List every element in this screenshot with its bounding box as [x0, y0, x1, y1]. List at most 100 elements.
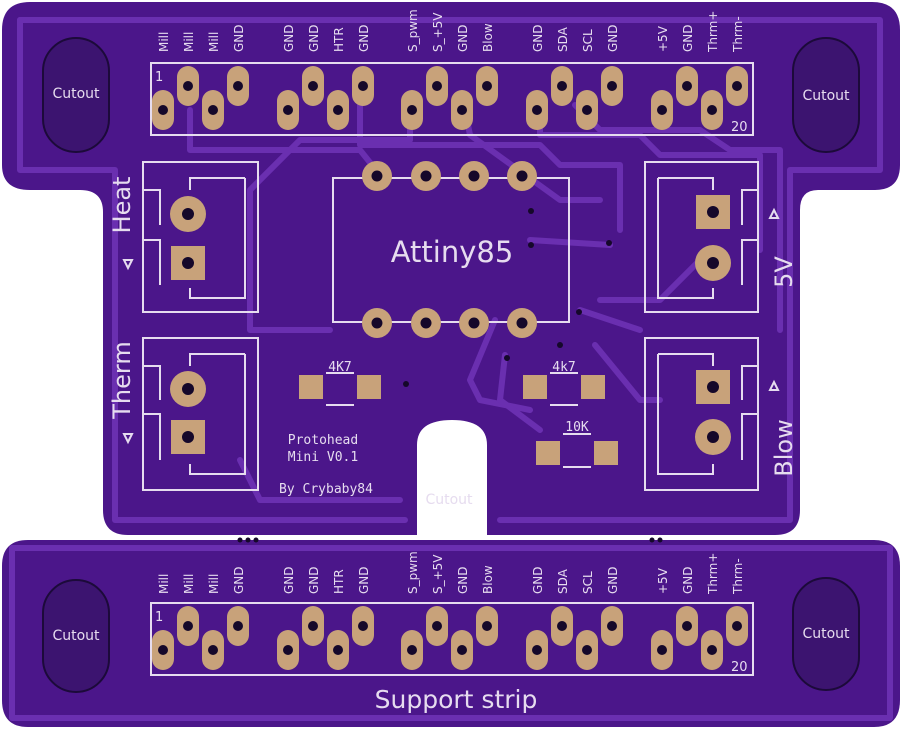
- cutout-center: Cutout: [425, 492, 473, 508]
- svg-text:10K: 10K: [565, 420, 589, 435]
- cutout-bottom-left: Cutout: [42, 579, 110, 693]
- pin-label: Mill: [207, 32, 221, 52]
- svg-text:Cutout: Cutout: [802, 88, 850, 104]
- 5v-connector: 5V: [644, 161, 798, 313]
- pin-hole: [407, 105, 417, 115]
- pin-label: Mill: [182, 574, 196, 594]
- vias: [237, 208, 663, 543]
- top-header-outline: [150, 62, 754, 136]
- pin-label: GND: [681, 24, 695, 52]
- pin-hole: [557, 81, 567, 91]
- svg-text:Cutout: Cutout: [802, 626, 850, 642]
- therm-connector: Therm: [108, 337, 259, 491]
- pin-label: Mill: [157, 32, 171, 52]
- pin-label: GND: [307, 566, 321, 594]
- pin-label: HTR: [332, 27, 346, 52]
- pin-label: GND: [232, 566, 246, 594]
- svg-text:4k7: 4k7: [552, 360, 575, 375]
- svg-text:4K7: 4K7: [328, 360, 351, 375]
- pin-label: GND: [232, 24, 246, 52]
- pin-label: S_+5V: [431, 554, 445, 594]
- pin-label: GND: [456, 24, 470, 52]
- pin-hole: [183, 621, 193, 631]
- pin-hole: [420, 317, 432, 329]
- pin-hole: [308, 621, 318, 631]
- pin-hole: [407, 645, 417, 655]
- pin-label: +5V: [656, 25, 670, 52]
- pin-hole: [158, 645, 168, 655]
- pin-label: GND: [681, 566, 695, 594]
- svg-text:Protohead: Protohead: [288, 433, 358, 448]
- pin-hole: [532, 645, 542, 655]
- svg-text:Mini V0.1: Mini V0.1: [288, 450, 358, 465]
- pin-hole: [557, 621, 567, 631]
- pin-hole: [707, 645, 717, 655]
- pin-label: GND: [456, 566, 470, 594]
- pin-label: GND: [531, 24, 545, 52]
- pin-hole: [582, 645, 592, 655]
- chip-pins: [362, 161, 537, 338]
- top-header-pin-last: 20: [731, 120, 748, 135]
- pin-label: SDA: [556, 26, 570, 52]
- pin-hole: [358, 81, 368, 91]
- pin-label: Thrm-: [731, 558, 745, 595]
- heat-connector: Heat: [108, 161, 259, 313]
- bottom-header-pin-first: 1: [155, 610, 163, 625]
- pin-hole: [657, 645, 667, 655]
- pin-hole: [482, 621, 492, 631]
- board-info: Protohead Mini V0.1 By Crybaby84: [279, 433, 373, 497]
- pin-label: SDA: [556, 568, 570, 594]
- pin-hole: [682, 621, 692, 631]
- pin-hole: [732, 621, 742, 631]
- cutout-bottom-right: Cutout: [792, 577, 860, 691]
- pin-hole: [457, 105, 467, 115]
- pin-hole: [333, 645, 343, 655]
- pin-label: Thrm+: [706, 11, 720, 53]
- attiny85-chip: Attiny85: [332, 161, 570, 338]
- pin-hole: [468, 170, 480, 182]
- pin-hole: [607, 81, 617, 91]
- blow-connector: Blow: [644, 337, 798, 491]
- pin-label: Blow: [481, 23, 495, 52]
- svg-text:Blow: Blow: [770, 419, 798, 476]
- resistor-4k7-right: 4k7: [523, 360, 605, 406]
- pin-hole: [657, 105, 667, 115]
- pin-hole: [208, 105, 218, 115]
- pin-hole: [457, 645, 467, 655]
- pin-label: Blow: [481, 565, 495, 594]
- top-header-pin-first: 1: [155, 70, 163, 85]
- pin-label: GND: [357, 24, 371, 52]
- pin-hole: [283, 105, 293, 115]
- svg-text:Therm: Therm: [108, 341, 136, 419]
- pin-hole: [208, 645, 218, 655]
- pin-hole: [420, 170, 432, 182]
- svg-text:Heat: Heat: [108, 177, 136, 234]
- pin-label: GND: [531, 566, 545, 594]
- pin-hole: [607, 621, 617, 631]
- pin-hole: [432, 81, 442, 91]
- pin-hole: [582, 105, 592, 115]
- pin-hole: [308, 81, 318, 91]
- pin-label: Mill: [157, 574, 171, 594]
- pin-label: GND: [307, 24, 321, 52]
- pin-hole: [482, 81, 492, 91]
- pin-label: Thrm+: [706, 553, 720, 595]
- support-strip-board: [2, 540, 900, 727]
- pin-hole: [371, 317, 383, 329]
- pin-hole: [532, 105, 542, 115]
- pin-hole: [707, 105, 717, 115]
- pin-label: GND: [282, 24, 296, 52]
- copper-traces: [9, 17, 893, 721]
- resistor-10k: 10K: [536, 420, 618, 468]
- pin-label: S_pwm: [406, 9, 420, 52]
- pin-hole: [233, 621, 243, 631]
- pin-hole: [283, 645, 293, 655]
- top-pins: [152, 66, 748, 130]
- pin-label: +5V: [656, 567, 670, 594]
- pin-hole: [516, 317, 528, 329]
- bottom-header-outline: [150, 602, 754, 676]
